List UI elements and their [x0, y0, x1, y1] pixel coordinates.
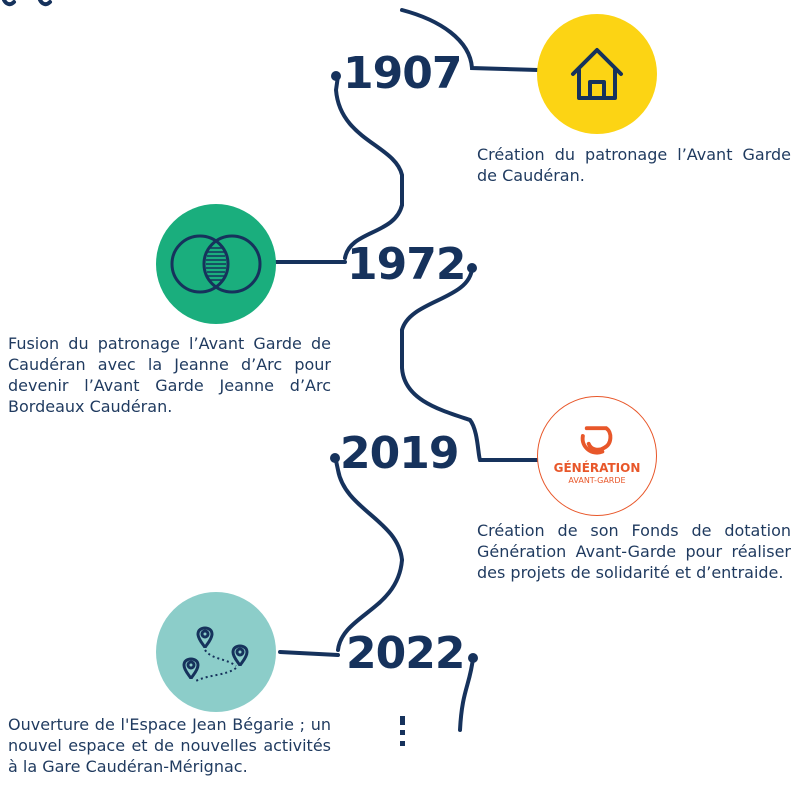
event-1972-icon-circle [156, 204, 276, 324]
timeline-node-1972 [467, 263, 477, 273]
event-1907-icon-circle [537, 14, 657, 134]
event-1972-description: Fusion du patronage l’Avant Garde de Cau… [8, 334, 331, 416]
event-2019-description: Création de son Fonds de dotation Généra… [477, 521, 791, 582]
logo-title: GÉNÉRATION [553, 461, 641, 475]
year-label-2019: 2019 [340, 428, 459, 479]
timeline-node-2022 [468, 653, 478, 663]
timeline-dash [400, 716, 405, 725]
year-label-1972: 1972 [347, 239, 466, 290]
year-label-2022: 2022 [346, 628, 465, 679]
event-2022-icon-circle [156, 592, 276, 712]
event-2022-description: Ouverture de l'Espace Jean Bégarie ; un … [8, 715, 331, 776]
merge-circles-icon [170, 234, 262, 294]
timeline-dot [400, 741, 405, 746]
event-1907-description: Création du patronage l’Avant Garde de C… [477, 145, 791, 185]
logo-subtitle: AVANT-GARDE [568, 476, 626, 485]
year-label-1907: 1907 [343, 48, 462, 99]
timeline-node-2019 [330, 453, 340, 463]
house-icon [571, 48, 623, 100]
route-pins-icon [182, 626, 249, 683]
timeline-node-1907 [331, 71, 341, 81]
generation-avant-garde-logo [580, 426, 613, 455]
event-2019-icon-circle: GÉNÉRATION AVANT-GARDE [537, 396, 657, 516]
timeline-dot [400, 730, 405, 735]
